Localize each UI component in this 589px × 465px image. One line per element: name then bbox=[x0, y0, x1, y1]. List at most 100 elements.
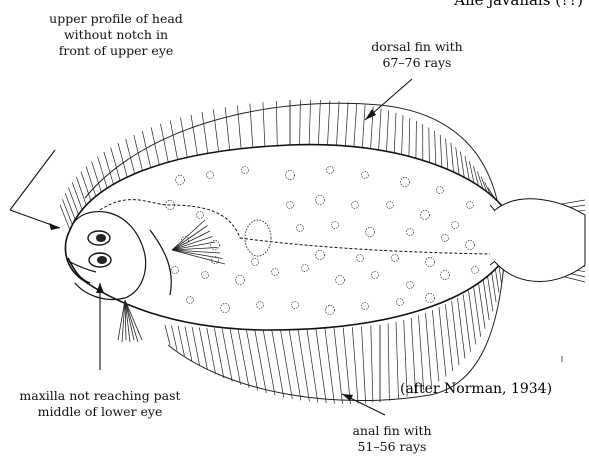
anal-fin-ray bbox=[214, 328, 223, 378]
dorsal-fin-ray bbox=[161, 124, 169, 162]
dorsal-fin-line-2: 67–76 rays bbox=[352, 55, 482, 71]
dorsal-fin-ray bbox=[435, 131, 436, 165]
anal-fin-ray bbox=[463, 295, 470, 352]
head-arrowhead bbox=[49, 223, 60, 230]
anal-fin-line-1: anal fin with bbox=[327, 423, 457, 439]
anal-fin-ray bbox=[334, 328, 343, 404]
dorsal-fin-ray bbox=[362, 105, 365, 148]
anal-fin-ray bbox=[426, 313, 432, 386]
dorsal-fin-ray bbox=[440, 135, 442, 167]
dorsal-fin-ray bbox=[69, 188, 79, 215]
anal-fin-ray bbox=[192, 327, 200, 366]
head-callout-line bbox=[10, 150, 55, 210]
anal-fin-ray bbox=[474, 288, 481, 337]
anal-fin-ray bbox=[469, 291, 476, 344]
dorsal-fin-ray bbox=[429, 128, 430, 163]
dorsal-fin-ray bbox=[446, 139, 448, 170]
anal-fin-ray bbox=[396, 322, 399, 399]
dorsal-fin-ray bbox=[379, 108, 382, 150]
anal-fin-ray bbox=[492, 273, 496, 302]
anal-fin-ray bbox=[495, 269, 499, 292]
anal-fin-ray bbox=[199, 328, 207, 371]
dorsal-fin-ray bbox=[409, 118, 410, 156]
anal-fin-ray bbox=[316, 329, 326, 403]
dorsal-fin-ray bbox=[465, 156, 469, 180]
dorsal-fin-ray bbox=[98, 157, 108, 189]
anal-fin-ray bbox=[207, 328, 216, 374]
upper-eye bbox=[88, 231, 110, 245]
maxilla-line-1: maxilla not reaching past bbox=[0, 388, 200, 404]
anal-fin-ray bbox=[439, 307, 446, 376]
anal-fin-ray bbox=[230, 329, 241, 385]
anal-fin-ray bbox=[185, 327, 192, 361]
dorsal-fin-ray bbox=[237, 105, 241, 148]
dorsal-fin-ray bbox=[456, 147, 459, 175]
anal-fin-ray bbox=[479, 284, 486, 329]
dorsal-fin-ray bbox=[402, 115, 403, 154]
anal-fin-ray bbox=[343, 328, 350, 404]
anal-fin-ray bbox=[298, 329, 309, 401]
dorsal-fin-ray bbox=[111, 148, 120, 181]
dorsal-fin-ray bbox=[345, 102, 348, 146]
dorsal-fin-ray bbox=[460, 152, 464, 178]
anal-fin-ray bbox=[325, 329, 335, 404]
anal-fin-ray bbox=[458, 298, 466, 359]
head-profile-line-2: without notch in bbox=[10, 27, 222, 43]
anal-fin-ray bbox=[178, 326, 184, 356]
dorsal-fin-ray bbox=[181, 118, 188, 158]
dorsal-fin-ray bbox=[202, 112, 208, 153]
dorsal-fin-ray bbox=[76, 177, 86, 205]
anal-fin-ray bbox=[352, 327, 358, 404]
dorsal-fin-ray bbox=[337, 101, 340, 145]
dorsal-fin-ray bbox=[300, 100, 301, 145]
maxilla-label: maxilla not reaching past middle of lowe… bbox=[0, 388, 200, 420]
anal-fin-ray bbox=[419, 315, 424, 390]
dorsal-fin-ray bbox=[62, 199, 72, 225]
dorsal-fin-ray bbox=[170, 121, 177, 160]
dorsal-fin-ray bbox=[318, 100, 320, 145]
dorsal-fin-ray bbox=[328, 101, 330, 145]
body-outline bbox=[65, 145, 508, 330]
anal-fin-ray bbox=[488, 277, 493, 312]
anal-fin-label: anal fin with 51–56 rays bbox=[327, 423, 457, 455]
dorsal-fin-ray bbox=[151, 127, 159, 164]
anal-fin-ray bbox=[307, 329, 318, 402]
anal-fin-ray bbox=[222, 329, 232, 382]
anal-fin-ray bbox=[445, 304, 452, 371]
anal-fin-ray bbox=[388, 324, 389, 401]
dorsal-fin-ray bbox=[309, 100, 311, 145]
dorsal-fin-ray bbox=[60, 205, 70, 230]
dorsal-fin-ray bbox=[394, 113, 396, 153]
dorsal-fin-ray bbox=[126, 139, 135, 174]
dorsal-fin-ray bbox=[250, 104, 253, 148]
dorsal-fin-ray bbox=[213, 110, 218, 152]
dorsal-arrowhead bbox=[365, 109, 376, 120]
anal-fin-ray bbox=[483, 280, 489, 320]
lower-eye bbox=[89, 253, 111, 267]
dorsal-fin-ray bbox=[104, 152, 114, 184]
anal-fin-ray bbox=[362, 327, 366, 404]
maxilla-line-2: middle of lower eye bbox=[0, 404, 200, 420]
anal-fin-ray bbox=[432, 310, 439, 381]
caudal-fin-outline bbox=[495, 199, 585, 282]
head-profile-line-1: upper profile of head bbox=[10, 11, 222, 27]
dorsal-fin-ray bbox=[72, 182, 82, 210]
dorsal-fin-ray bbox=[225, 107, 230, 150]
anal-fin-ray bbox=[165, 325, 170, 345]
anal-fin-ray bbox=[172, 326, 178, 351]
dorsal-fin-label: dorsal fin with 67–76 rays bbox=[352, 39, 482, 71]
dorsal-fin-ray bbox=[387, 111, 389, 152]
dorsal-fin-line-1: dorsal fin with bbox=[352, 39, 482, 55]
species-name: Aile javanais (??) bbox=[454, 0, 583, 9]
dorsal-fin-ray bbox=[65, 193, 75, 219]
dorsal-fin-ray bbox=[451, 143, 454, 172]
anal-fin-ray bbox=[452, 301, 459, 365]
anal-fin-ray bbox=[371, 326, 373, 403]
dorsal-fin-ray bbox=[191, 115, 197, 156]
head-profile-label: upper profile of head without notch in f… bbox=[10, 11, 222, 59]
source-credit: (after Norman, 1934) bbox=[400, 381, 552, 397]
anal-fin-line-2: 51–56 rays bbox=[327, 439, 457, 455]
dorsal-fin-ray bbox=[354, 104, 357, 147]
dorsal-fin-ray bbox=[416, 121, 417, 158]
